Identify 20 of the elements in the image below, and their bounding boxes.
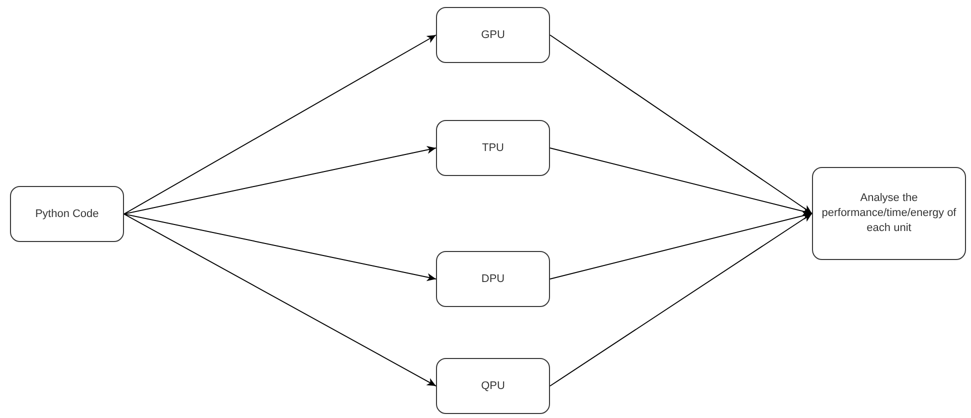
arrow xyxy=(124,146,436,214)
arrow xyxy=(550,34,812,214)
process-box xyxy=(436,120,550,176)
process-box xyxy=(436,251,550,307)
arrow xyxy=(550,212,812,280)
node-label: QPU xyxy=(481,378,505,394)
process-box xyxy=(436,358,550,414)
arrow xyxy=(550,213,812,386)
process-box xyxy=(436,7,550,63)
node-label: GPU xyxy=(481,28,505,42)
node-label: Python Code xyxy=(35,206,99,222)
process-box xyxy=(10,186,124,242)
process-box xyxy=(812,167,966,260)
arrow xyxy=(124,214,436,282)
node-label: DPU xyxy=(481,272,505,286)
node-label: Analyse the performance/time/energy of each unit xyxy=(820,191,958,236)
arrow xyxy=(124,214,436,386)
node-label: TPU xyxy=(482,140,504,156)
arrow xyxy=(124,34,436,214)
arrow xyxy=(550,148,812,216)
